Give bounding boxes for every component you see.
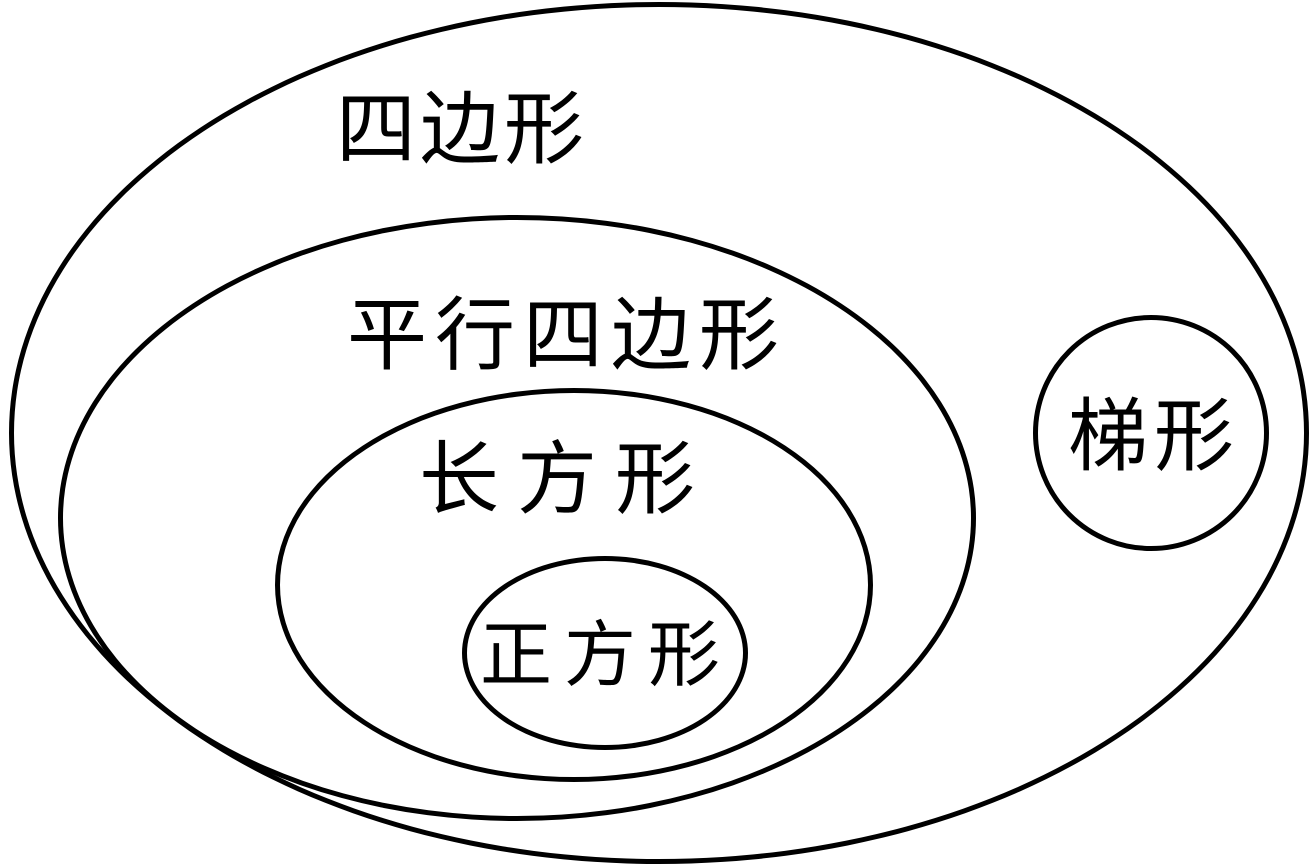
square-ellipse — [462, 556, 748, 750]
rectangle-ellipse — [275, 388, 873, 782]
trapezoid-circle — [1033, 315, 1269, 551]
rectangle-label: 长方形 — [419, 433, 713, 526]
quadrilateral-label: 四边形 — [336, 83, 588, 176]
parallelogram-ellipse — [58, 215, 976, 821]
parallelogram-label: 平行四边形 — [347, 289, 787, 382]
trapezoid-label: 梯形 — [1068, 390, 1240, 483]
square-label: 正方形 — [479, 613, 733, 697]
quadrilateral-ellipse — [9, 2, 1309, 864]
